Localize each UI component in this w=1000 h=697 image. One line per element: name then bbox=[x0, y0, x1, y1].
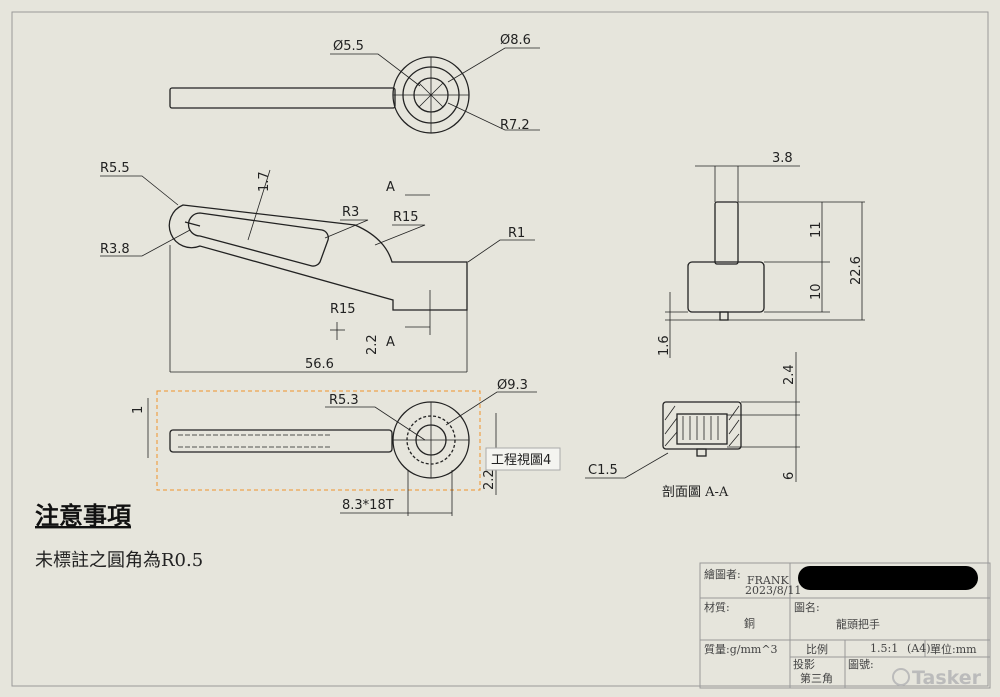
dim-dia-9-3[interactable]: Ø9.3 bbox=[497, 378, 528, 393]
dim-1-7[interactable]: 1.7 bbox=[257, 171, 272, 192]
watermark-logo-icon bbox=[892, 668, 910, 686]
dim-r7-2[interactable]: R7.2 bbox=[500, 118, 530, 133]
drawn-by-label: 繪圖者: bbox=[704, 567, 741, 581]
section-mark-a-top[interactable]: A bbox=[386, 180, 395, 195]
dim-r3[interactable]: R3 bbox=[342, 205, 359, 220]
view-tooltip: 工程視圖4 bbox=[491, 453, 551, 468]
drawing-name: 龍頭把手 bbox=[836, 617, 880, 631]
dim-10[interactable]: 10 bbox=[809, 283, 824, 300]
bottom-view[interactable]: R5.3 Ø9.3 1 2.2 8.3*18T 工程視圖4 bbox=[131, 378, 561, 516]
material-value: 銅 bbox=[744, 616, 755, 630]
material-label: 材質: bbox=[704, 600, 730, 614]
dim-2-2-bottom[interactable]: 2.2 bbox=[482, 469, 497, 490]
dim-22-6[interactable]: 22.6 bbox=[849, 256, 864, 285]
title-block: 繪圖者: FRANK 2023/8/11 材質: 銅 圖名: 龍頭把手 質量:g… bbox=[699, 562, 991, 689]
dim-56-6[interactable]: 56.6 bbox=[305, 357, 334, 372]
drawing-number-label: 圖號: bbox=[848, 658, 874, 671]
scale-value: 1.5:1 bbox=[870, 642, 898, 655]
dim-r5-5[interactable]: R5.5 bbox=[100, 161, 130, 176]
sheet-border bbox=[11, 11, 989, 687]
unit-label: 單位:mm bbox=[930, 642, 977, 656]
top-view[interactable]: Ø5.5 Ø8.6 R7.2 bbox=[169, 33, 540, 134]
dim-3-8[interactable]: 3.8 bbox=[772, 151, 793, 166]
section-mark-a-bottom[interactable]: A bbox=[386, 335, 395, 350]
projection-label: 投影 bbox=[793, 657, 815, 671]
dim-r1[interactable]: R1 bbox=[508, 226, 525, 241]
notes-heading: 注意事項 bbox=[35, 502, 132, 530]
projection-value: 第三角 bbox=[800, 671, 833, 685]
dim-11[interactable]: 11 bbox=[809, 221, 824, 238]
section-view[interactable]: 2.4 6 C1.5 剖面圖 A-A bbox=[585, 352, 800, 500]
scale-note: (A4) bbox=[907, 642, 931, 655]
dim-r5-3[interactable]: R5.3 bbox=[329, 393, 359, 408]
notes-text: 未標註之圓角為R0.5 bbox=[35, 550, 203, 571]
dim-1[interactable]: 1 bbox=[131, 406, 146, 414]
front-view[interactable]: R5.5 1.7 R3 R15 R1 R3.8 R15 2.2 A A 56.6 bbox=[100, 161, 535, 373]
drawn-by: FRANK bbox=[747, 574, 789, 587]
section-title: 剖面圖 A-A bbox=[662, 485, 729, 500]
watermark: Tasker bbox=[912, 667, 982, 689]
mass-label: 質量:g/mm^3 bbox=[704, 642, 778, 656]
dim-dia-8-6[interactable]: Ø8.6 bbox=[500, 33, 531, 48]
dim-2-4[interactable]: 2.4 bbox=[782, 364, 797, 385]
dim-c1-5[interactable]: C1.5 bbox=[588, 463, 618, 478]
dim-6[interactable]: 6 bbox=[782, 472, 797, 480]
dim-dia-5-5[interactable]: Ø5.5 bbox=[333, 39, 364, 54]
dim-r3-8[interactable]: R3.8 bbox=[100, 242, 130, 257]
dim-2-2[interactable]: 2.2 bbox=[365, 334, 380, 355]
drawn-date: 2023/8/11 bbox=[745, 584, 801, 597]
side-view[interactable]: 3.8 11 10 22.6 1.6 bbox=[657, 151, 865, 358]
dim-r15-top[interactable]: R15 bbox=[393, 210, 419, 225]
dim-spline-spec[interactable]: 8.3*18T bbox=[342, 498, 394, 513]
scale-label: 比例 bbox=[806, 642, 828, 656]
redacted-block bbox=[798, 566, 978, 590]
dim-r15-bottom[interactable]: R15 bbox=[330, 302, 356, 317]
dim-1-6[interactable]: 1.6 bbox=[657, 335, 672, 356]
drawing-name-label: 圖名: bbox=[794, 600, 820, 614]
